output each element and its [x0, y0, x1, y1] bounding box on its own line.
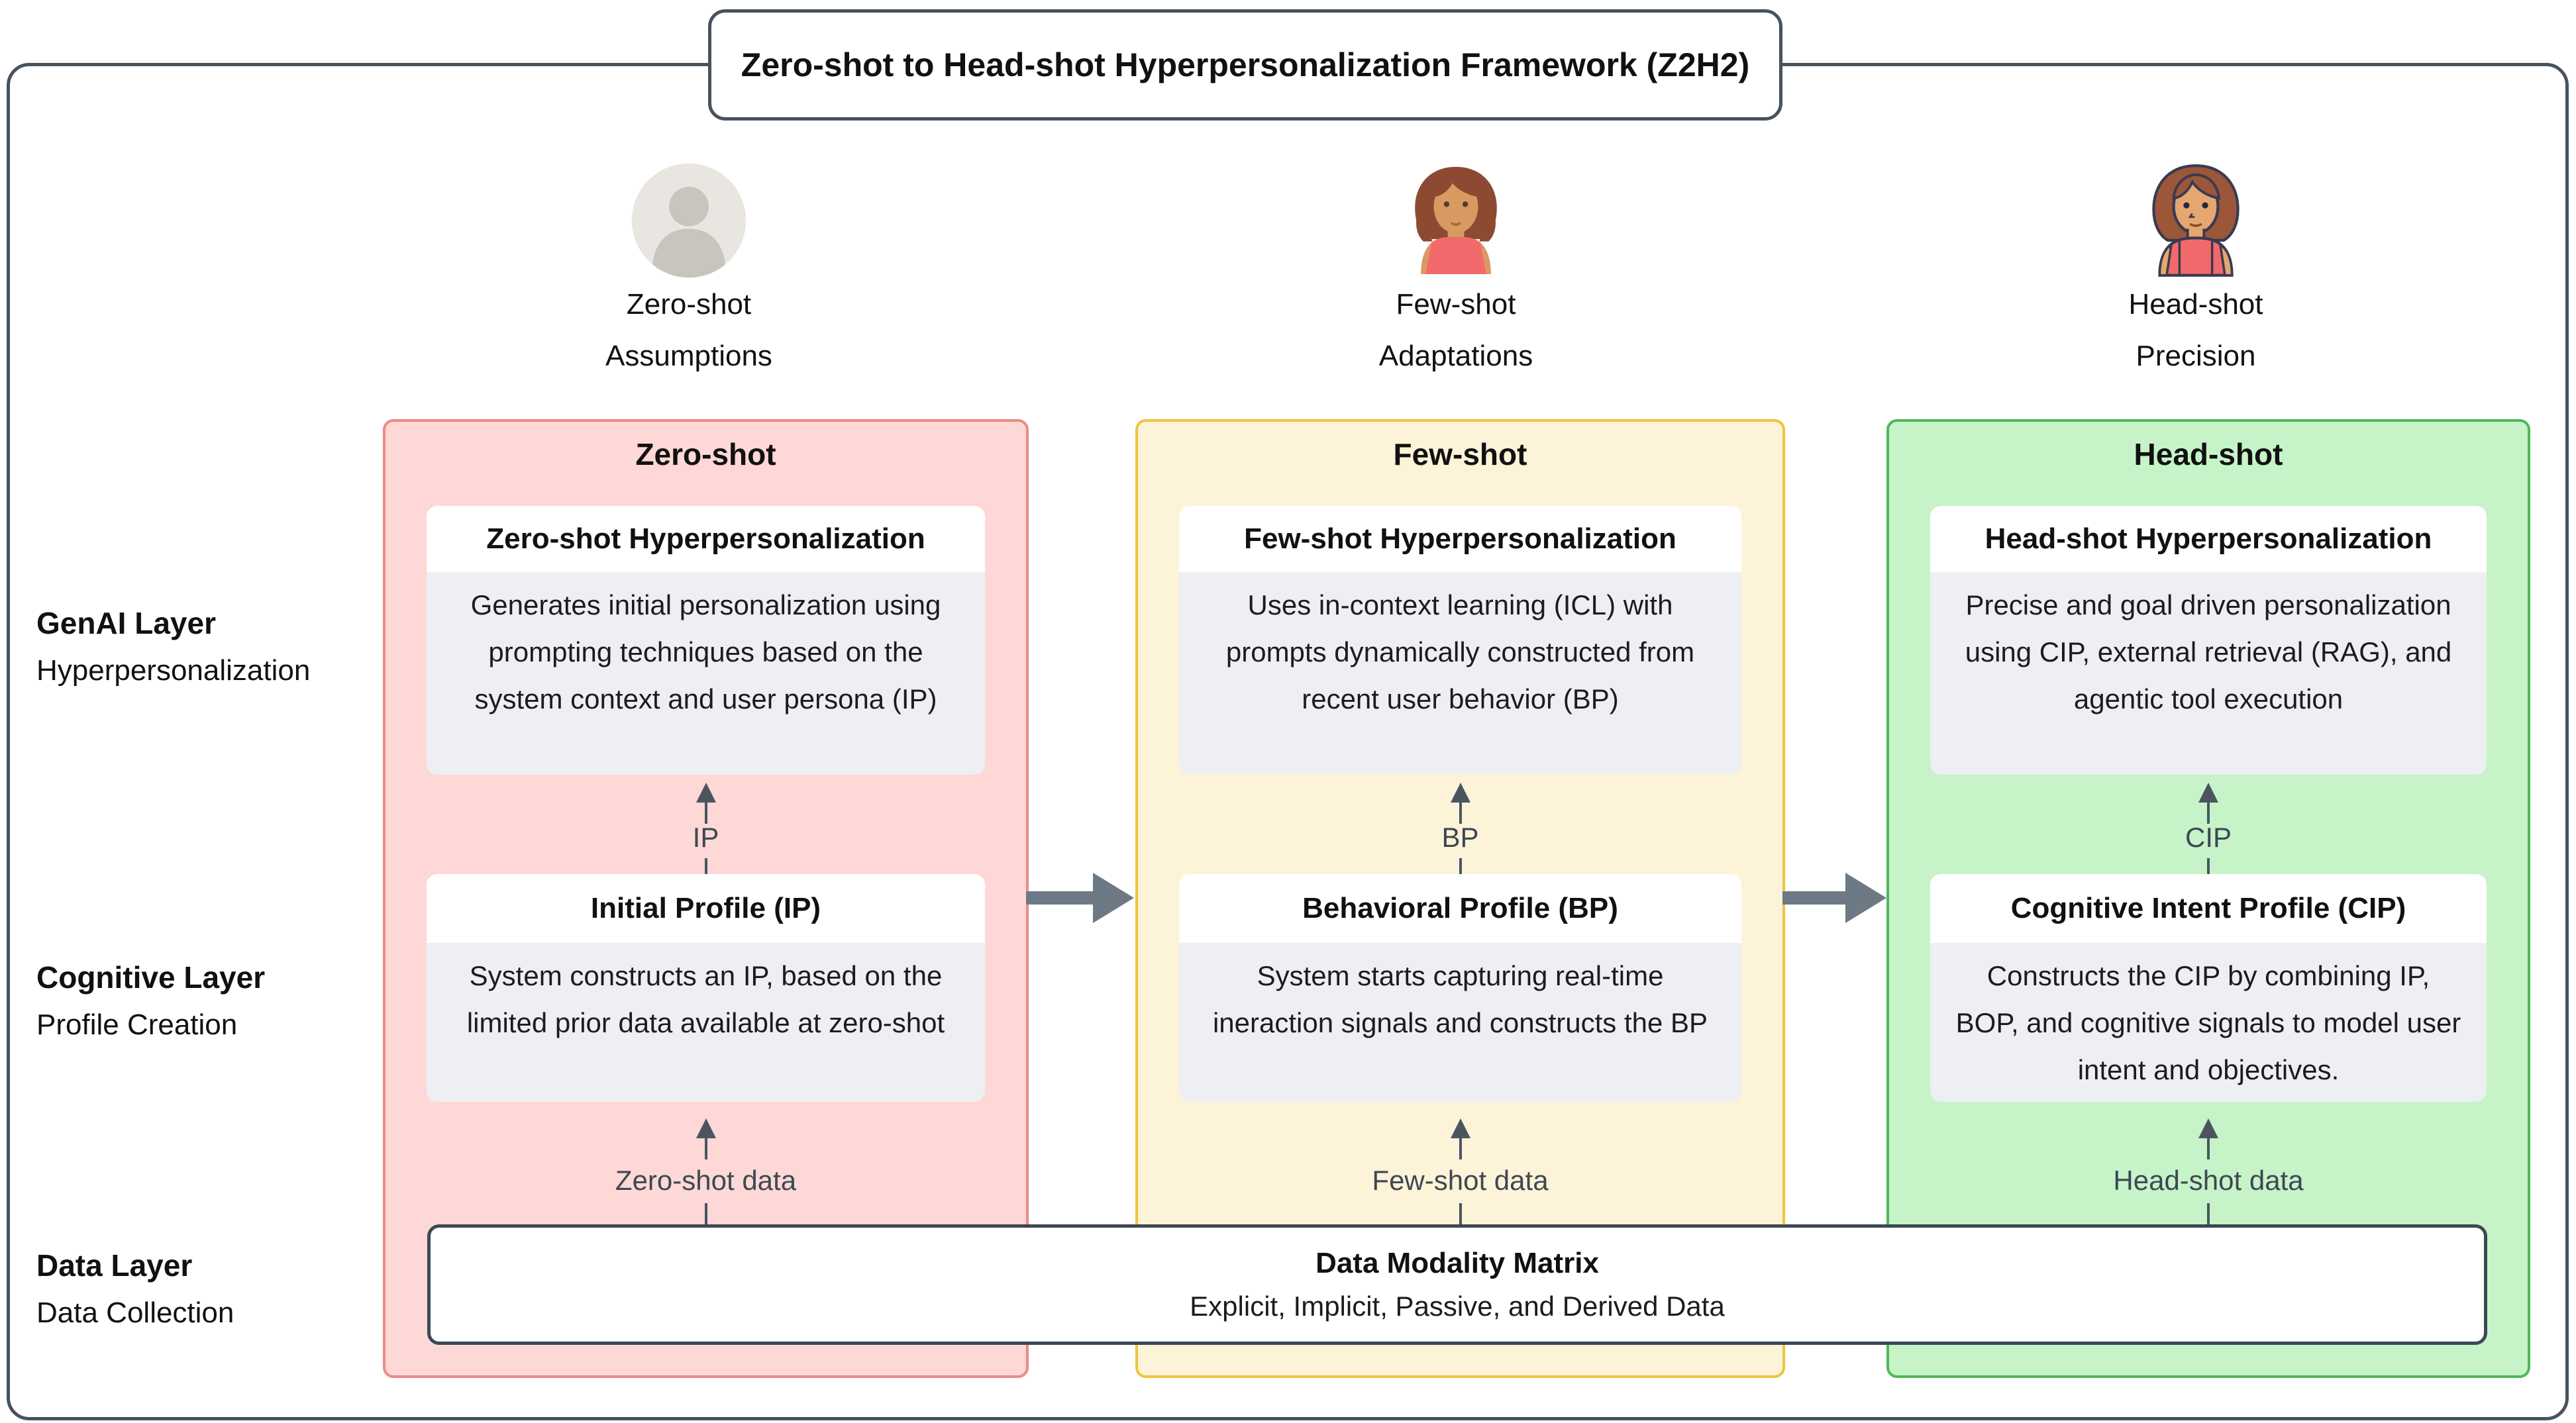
arrow-up-icon [696, 1118, 716, 1138]
column-header: Zero-shot [635, 437, 776, 471]
layer-data: Data Layer Data Collection [36, 1242, 234, 1337]
persona-caption: Precision [2136, 340, 2256, 372]
diagram-title: Zero-shot to Head-shot Hyperpersonalizat… [708, 9, 1782, 121]
profile-card-head-shot: Cognitive Intent Profile (CIP) Construct… [1930, 874, 2487, 1102]
card-title: Few-shot Hyperpersonalization [1179, 506, 1741, 572]
card-title: Initial Profile (IP) [427, 874, 985, 943]
card-title: Behavioral Profile (BP) [1179, 874, 1741, 943]
layer-title: GenAI Layer [36, 606, 216, 640]
arrow-line [704, 803, 707, 824]
arrow-line [704, 1203, 707, 1227]
arrow-line [1459, 803, 1462, 824]
generic-user-icon [631, 163, 747, 278]
persona-caption: Few-shot [1396, 288, 1516, 320]
profile-card-zero-shot: Initial Profile (IP) System constructs a… [427, 874, 985, 1102]
arrow-up-icon [2198, 1118, 2218, 1138]
data-matrix-title: Data Modality Matrix [1315, 1247, 1599, 1279]
persona-caption: Assumptions [605, 340, 772, 372]
data-modality-matrix: Data Modality Matrix Explicit, Implicit,… [427, 1224, 2487, 1345]
arrow-up-icon [696, 783, 716, 803]
column-zero-shot: Zero-shot Zero-shot Hyperpersonalization… [383, 419, 1029, 1378]
card-body: Constructs the CIP by combining IP, BOP,… [1930, 943, 2487, 1102]
arrow-head [1845, 873, 1886, 923]
arrow-shaft [1026, 891, 1096, 905]
arrow-shaft [1782, 891, 1848, 905]
card-title: Cognitive Intent Profile (CIP) [1930, 874, 2487, 943]
arrow-line [1459, 858, 1462, 874]
persona-zero-shot: Zero-shot Assumptions [490, 162, 888, 382]
arrow-line [2207, 803, 2210, 824]
genai-card-zero-shot: Zero-shot Hyperpersonalization Generates… [427, 506, 985, 775]
genai-card-few-shot: Few-shot Hyperpersonalization Uses in-co… [1179, 506, 1741, 775]
woman-outline-icon [2152, 164, 2240, 277]
arrow-up-icon [1450, 783, 1470, 803]
layer-subtitle: Data Collection [36, 1297, 234, 1329]
data-arrow-label: Zero-shot data [615, 1165, 797, 1196]
arrow-up-icon [1450, 1118, 1470, 1138]
column-header: Head-shot [2134, 437, 2283, 471]
genai-card-head-shot: Head-shot Hyperpersonalization Precise a… [1930, 506, 2487, 775]
persona-caption: Head-shot [2128, 288, 2263, 320]
arrow-line [704, 858, 707, 874]
column-few-shot: Few-shot Few-shot Hyperpersonalization U… [1135, 419, 1785, 1378]
column-head-shot: Head-shot Head-shot Hyperpersonalization… [1886, 419, 2530, 1378]
card-body: Precise and goal driven personalization … [1930, 572, 2487, 775]
arrow-up-icon [2198, 783, 2218, 803]
layer-subtitle: Profile Creation [36, 1008, 238, 1041]
layer-title: Cognitive Layer [36, 960, 266, 995]
persona-few-shot: Few-shot Adaptations [1257, 162, 1655, 382]
woman-emoji-icon [1415, 167, 1497, 274]
persona-caption: Adaptations [1378, 340, 1533, 372]
layer-subtitle: Hyperpersonalization [36, 654, 311, 687]
arrow-line [2207, 1138, 2210, 1159]
persona-head-shot: Head-shot Precision [1997, 162, 2395, 382]
card-body: Generates initial personalization using … [427, 572, 985, 775]
layer-title: Data Layer [36, 1248, 193, 1283]
profile-arrow-label: IP [692, 822, 719, 853]
card-title: Zero-shot Hyperpersonalization [427, 506, 985, 572]
card-body: System constructs an IP, based on the li… [427, 943, 985, 1102]
arrow-head [1093, 873, 1134, 923]
card-body: System starts capturing real-time inerac… [1179, 943, 1741, 1102]
arrow-line [1459, 1138, 1462, 1159]
profile-card-few-shot: Behavioral Profile (BP) System starts ca… [1179, 874, 1741, 1102]
arrow-line [1459, 1203, 1462, 1227]
card-body: Uses in-context learning (ICL) with prom… [1179, 572, 1741, 775]
stage-arrow-few-to-head-icon [1782, 873, 1886, 923]
data-matrix-subtitle: Explicit, Implicit, Passive, and Derived… [1190, 1291, 1725, 1322]
layer-cognitive: Cognitive Layer Profile Creation [36, 954, 265, 1049]
column-header: Few-shot [1393, 437, 1527, 471]
data-arrow-label: Head-shot data [2113, 1165, 2304, 1196]
data-arrow-label: Few-shot data [1372, 1165, 1549, 1196]
arrow-line [2207, 858, 2210, 874]
persona-caption: Zero-shot [626, 288, 752, 320]
card-title: Head-shot Hyperpersonalization [1930, 506, 2487, 572]
arrow-line [2207, 1203, 2210, 1227]
layer-genai: GenAI Layer Hyperpersonalization [36, 599, 310, 695]
stage-arrow-zero-to-few-icon [1026, 873, 1134, 923]
arrow-line [704, 1138, 707, 1159]
profile-arrow-label: BP [1441, 822, 1479, 853]
profile-arrow-label: CIP [2185, 822, 2232, 853]
